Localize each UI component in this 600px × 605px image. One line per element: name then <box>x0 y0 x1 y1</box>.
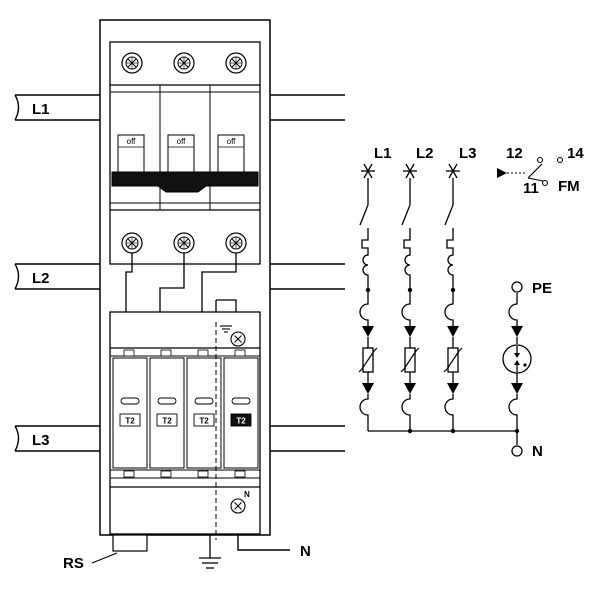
fm-name-label: FM <box>558 178 580 195</box>
rail-label-l3: L3 <box>32 432 50 449</box>
spark-gap-dot <box>523 363 527 367</box>
breaker-switch-label-2: off <box>177 137 187 146</box>
schematic-phase-label-l2: L2 <box>416 145 434 162</box>
fm-remote-contact <box>497 156 564 187</box>
neutral-output-label: N <box>300 543 311 560</box>
pe-terminal-screw <box>230 331 246 347</box>
module-label-2: T2 <box>162 417 172 426</box>
bus-junction-pe <box>514 428 520 434</box>
breaker-switch-label-3: off <box>227 137 237 146</box>
top-terminal-screw-1 <box>121 52 143 74</box>
phase-chain-l3 <box>443 194 463 432</box>
pe-diode-upper <box>511 326 523 337</box>
neutral-terminal-label: N <box>244 490 250 499</box>
remote-signal-label: RS <box>63 555 84 572</box>
n-label: N <box>532 443 543 460</box>
rail-label-l1: L1 <box>32 101 50 118</box>
fm-pin-11-label: 11 <box>523 180 539 197</box>
bottom-terminal-screw-3 <box>225 232 247 254</box>
spark-gap-tip-lower <box>514 360 520 365</box>
rail-l3 <box>14 425 345 452</box>
module-label-3: T2 <box>199 417 209 426</box>
module-label-1: T2 <box>125 417 135 426</box>
top-terminal-screw-2 <box>173 52 195 74</box>
schematic-phase-label-l1: L1 <box>374 145 392 162</box>
rail-l2 <box>14 263 345 290</box>
rail-label-l2: L2 <box>32 270 50 287</box>
fm-pin-12-label: 12 <box>506 145 523 162</box>
bottom-terminal-screw-2 <box>173 232 195 254</box>
phase-chain-l2 <box>400 194 420 432</box>
rs-leader-line <box>91 552 118 564</box>
bus-junction-l2 <box>407 428 413 434</box>
fm-pin-14-label: 14 <box>567 145 584 162</box>
neutral-terminal-screw <box>230 498 246 514</box>
pe-label: PE <box>532 280 552 297</box>
phase-input-symbols <box>361 163 460 195</box>
circuit-breaker <box>109 41 261 265</box>
ground-symbol <box>199 535 221 569</box>
rail-l1 <box>14 94 345 121</box>
remote-signal-connector <box>112 534 148 552</box>
phase-chain-l1 <box>358 194 378 432</box>
neutral-output-wire <box>237 535 290 551</box>
module-label-4: T2 <box>236 417 246 426</box>
breaker-switch-label-1: off <box>127 137 137 146</box>
bottom-terminal-screw-1 <box>121 232 143 254</box>
pe-terminal <box>511 281 523 293</box>
spark-gap-tip-upper <box>514 353 520 358</box>
pe-diode-lower <box>511 383 523 394</box>
n-terminal <box>511 445 523 457</box>
schematic-phase-label-l3: L3 <box>459 145 477 162</box>
surge-protector-block <box>109 311 261 540</box>
top-terminal-screw-3 <box>225 52 247 74</box>
pe-spark-gap-branch <box>502 293 532 445</box>
bus-junction-l3 <box>450 428 456 434</box>
